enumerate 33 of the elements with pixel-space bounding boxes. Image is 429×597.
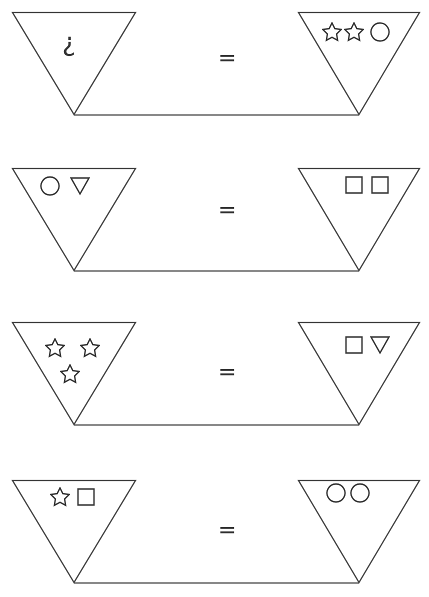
balance-pan: [12, 12, 136, 115]
square-icon: [76, 487, 96, 507]
balance-pan: [12, 168, 136, 271]
triangle-icon: [70, 176, 90, 196]
star-icon: [45, 338, 65, 358]
balance-pan: [12, 480, 136, 583]
star-icon: [322, 22, 342, 42]
balance-beam: [74, 114, 359, 116]
square-icon: [344, 335, 364, 355]
star-icon: [50, 487, 70, 507]
balance-pan: [298, 12, 420, 115]
balance-beam: [74, 270, 359, 272]
circle-icon: [350, 483, 370, 503]
balance-pan: [298, 322, 420, 425]
triangle-icon: [370, 335, 390, 355]
star-icon: [60, 364, 80, 384]
equals-sign: =: [218, 362, 236, 384]
balance-pan: [12, 322, 136, 425]
square-icon: [370, 175, 390, 195]
question-mark: ¿: [62, 30, 76, 56]
equals-sign: =: [218, 48, 236, 70]
star-icon: [80, 338, 100, 358]
equals-sign: =: [218, 200, 236, 222]
balance-pan: [298, 480, 420, 583]
circle-icon: [40, 176, 60, 196]
circle-icon: [326, 483, 346, 503]
balance-beam: [74, 582, 359, 584]
circle-icon: [370, 22, 390, 42]
equals-sign: =: [218, 520, 236, 542]
star-icon: [344, 22, 364, 42]
square-icon: [344, 175, 364, 195]
balance-pan: [298, 168, 420, 271]
balance-beam: [74, 424, 359, 426]
